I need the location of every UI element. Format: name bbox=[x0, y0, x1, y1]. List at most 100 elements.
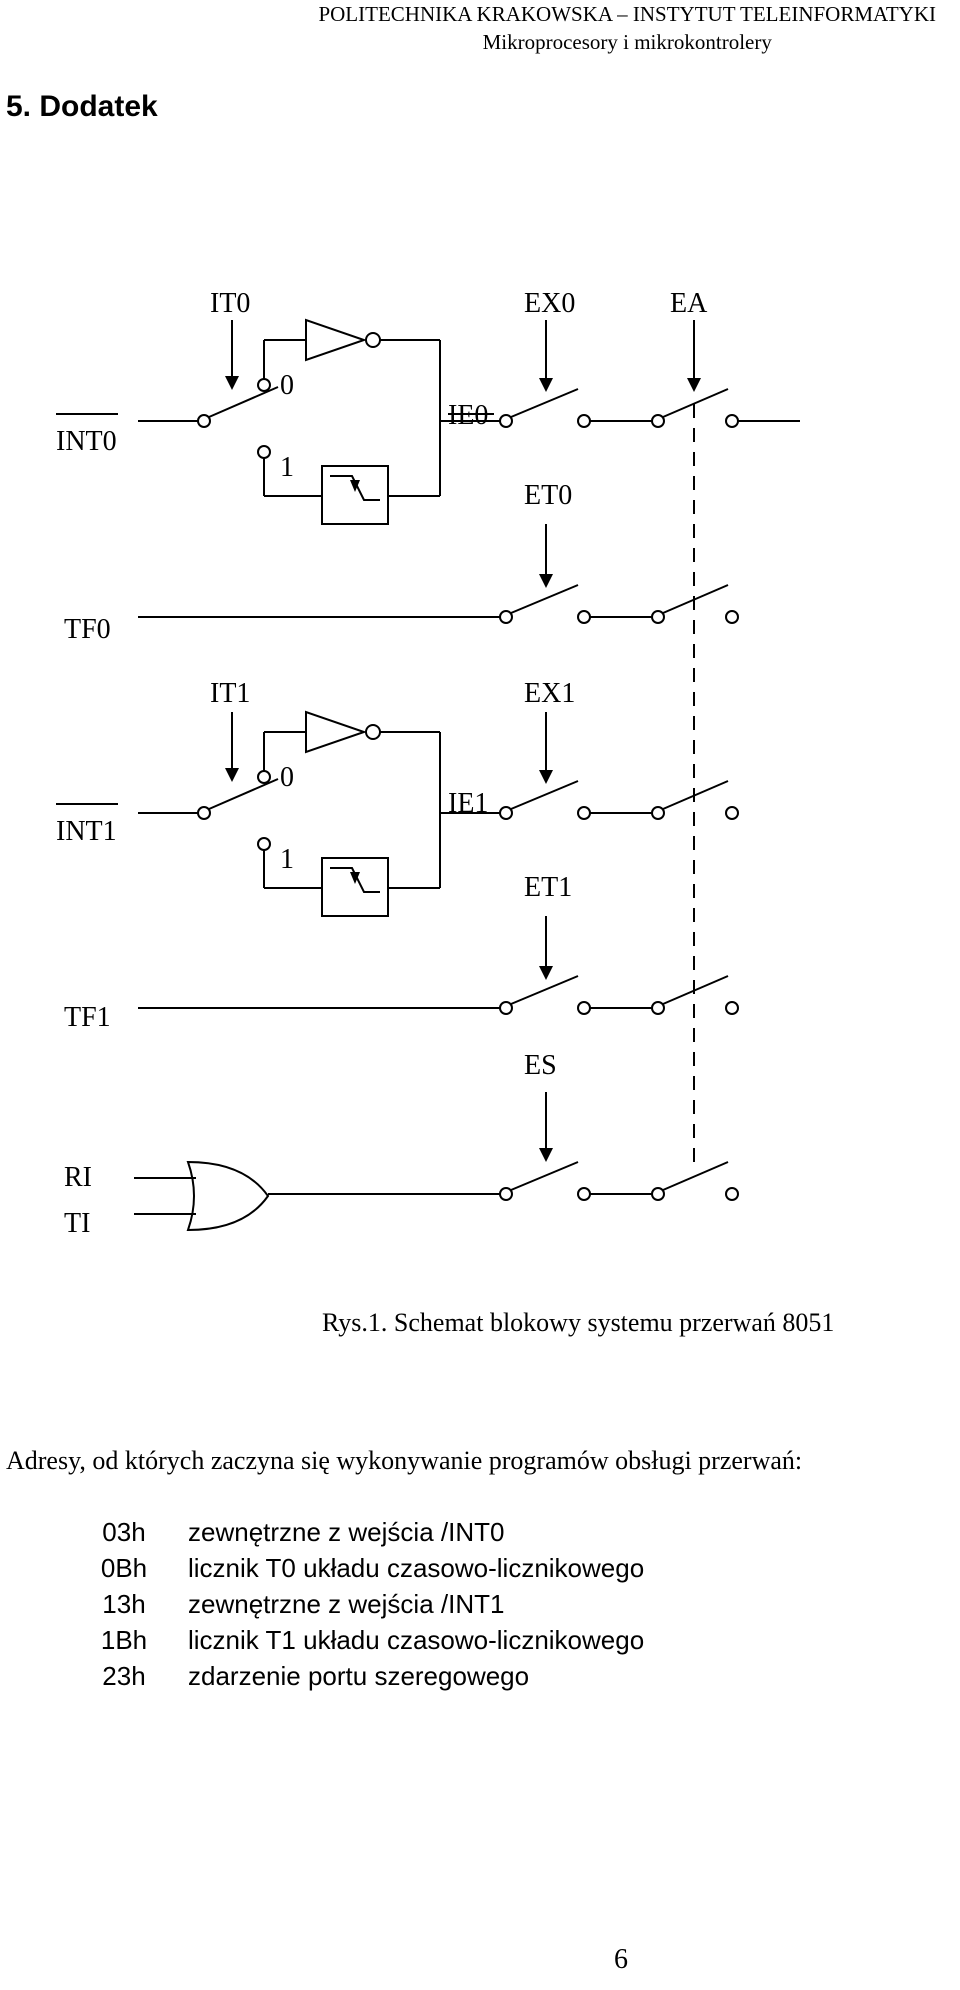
label-mux0-1: 1 bbox=[280, 452, 294, 483]
label-int0: INT0 bbox=[56, 426, 117, 457]
or-gate bbox=[186, 1160, 270, 1232]
interrupt-block-diagram: IT0 EX0 EA INT0 0 1 IE0 ET0 TF0 IT1 EX1 bbox=[56, 288, 800, 1239]
vector-description: licznik T0 układu czasowo-licznikowego bbox=[188, 1553, 645, 1583]
section-title: 5. Dodatek bbox=[6, 90, 158, 123]
table-row: 1Bh licznik T1 układu czasowo-licznikowe… bbox=[60, 1622, 644, 1658]
et0-switch-contact bbox=[577, 610, 591, 624]
ea1-switch-contact bbox=[725, 806, 739, 820]
et0-switch-blade bbox=[510, 584, 579, 614]
ex1-arrow-head bbox=[539, 770, 553, 784]
vector-address: 23h bbox=[102, 1661, 146, 1691]
mux0-pivot bbox=[197, 414, 211, 428]
edge-detector0-symbol bbox=[330, 475, 380, 501]
mux0-blade bbox=[208, 386, 279, 418]
et1-arrow-head bbox=[539, 966, 553, 980]
et0-arrow-head bbox=[539, 574, 553, 588]
mux0-contact-0 bbox=[257, 378, 271, 392]
ea-serial-blade bbox=[662, 1161, 729, 1191]
interrupt-vector-table: 03h zewnętrzne z wejścia /INT0 0Bh liczn… bbox=[60, 1514, 644, 1694]
vector-address: 1Bh bbox=[100, 1625, 148, 1655]
et0-switch-pivot bbox=[499, 610, 513, 624]
label-ri: RI bbox=[64, 1162, 92, 1193]
es-switch-blade bbox=[510, 1161, 579, 1191]
edge-detector0-arrow bbox=[350, 480, 360, 492]
label-es: ES bbox=[524, 1050, 557, 1081]
ea0-switch-contact bbox=[725, 414, 739, 428]
mux1-contact-0 bbox=[257, 770, 271, 784]
label-it0: IT0 bbox=[210, 288, 250, 319]
inverter0-bubble bbox=[365, 332, 381, 348]
label-ti: TI bbox=[64, 1208, 90, 1239]
ea-tf1-blade bbox=[662, 975, 729, 1005]
header-course: Mikroprocesory i mikrokontrolery bbox=[482, 30, 772, 54]
label-it1: IT1 bbox=[210, 678, 250, 709]
ex0-switch-pivot bbox=[499, 414, 513, 428]
ea-serial-contact bbox=[725, 1187, 739, 1201]
label-et0: ET0 bbox=[524, 480, 572, 511]
ea-tf0-pivot bbox=[651, 610, 665, 624]
label-mux0-0: 0 bbox=[280, 370, 294, 401]
table-row: 23h zdarzenie portu szeregowego bbox=[60, 1658, 644, 1694]
ea-arrow-head bbox=[687, 378, 701, 392]
label-ie0: IE0 bbox=[448, 400, 488, 431]
mux1-blade bbox=[208, 778, 279, 810]
it1-arrow-head bbox=[225, 768, 239, 782]
label-ex0: EX0 bbox=[524, 288, 575, 319]
ea1-switch-blade bbox=[662, 780, 729, 810]
vector-description: zewnętrzne z wejścia /INT0 bbox=[188, 1517, 505, 1547]
label-tf1: TF1 bbox=[64, 1002, 111, 1033]
ea0-switch-blade bbox=[662, 388, 729, 418]
edge-detector0 bbox=[321, 465, 389, 525]
vectors-intro: Adresy, od których zaczyna się wykonywan… bbox=[6, 1446, 803, 1475]
es-switch-contact bbox=[577, 1187, 591, 1201]
edge-detector1-symbol bbox=[330, 867, 380, 893]
vector-address: 0Bh bbox=[100, 1553, 148, 1583]
ea-serial-pivot bbox=[651, 1187, 665, 1201]
ea-tf1-pivot bbox=[651, 1001, 665, 1015]
es-arrow-head bbox=[539, 1148, 553, 1162]
es-switch-pivot bbox=[499, 1187, 513, 1201]
vector-description: zewnętrzne z wejścia /INT1 bbox=[188, 1589, 505, 1619]
edge-detector1-arrow bbox=[350, 872, 360, 884]
et1-switch-blade bbox=[510, 975, 579, 1005]
label-mux1-0: 0 bbox=[280, 762, 294, 793]
et1-switch-contact bbox=[577, 1001, 591, 1015]
mux1-pivot bbox=[197, 806, 211, 820]
mux0-contact-1 bbox=[257, 445, 271, 459]
ex0-arrow-head bbox=[539, 378, 553, 392]
vector-address: 13h bbox=[102, 1589, 146, 1619]
inverter1-triangle bbox=[305, 710, 368, 754]
label-mux1-1: 1 bbox=[280, 844, 294, 875]
ea-tf0-contact bbox=[725, 610, 739, 624]
label-ie1: IE1 bbox=[448, 788, 488, 819]
label-int1: INT1 bbox=[56, 816, 117, 847]
vector-address: 03h bbox=[102, 1517, 146, 1547]
label-ea: EA bbox=[670, 288, 708, 319]
ex1-switch-contact bbox=[577, 806, 591, 820]
label-tf0: TF0 bbox=[64, 614, 111, 645]
mux1-contact-1 bbox=[257, 837, 271, 851]
label-et1: ET1 bbox=[524, 872, 572, 903]
vector-description: licznik T1 układu czasowo-licznikowego bbox=[188, 1625, 645, 1655]
table-row: 13h zewnętrzne z wejścia /INT1 bbox=[60, 1586, 644, 1622]
ex0-switch-contact bbox=[577, 414, 591, 428]
inverter0-triangle bbox=[305, 318, 368, 362]
table-row: 0Bh licznik T0 układu czasowo-licznikowe… bbox=[60, 1550, 644, 1586]
page-header: POLITECHNIKA KRAKOWSKA – INSTYTUT TELEIN… bbox=[318, 0, 936, 56]
ea0-switch-pivot bbox=[651, 414, 665, 428]
table-row: 03h zewnętrzne z wejścia /INT0 bbox=[60, 1514, 644, 1550]
label-ex1: EX1 bbox=[524, 678, 575, 709]
et1-switch-pivot bbox=[499, 1001, 513, 1015]
it0-arrow-head bbox=[225, 376, 239, 390]
vector-description: zdarzenie portu szeregowego bbox=[188, 1661, 530, 1691]
edge-detector1 bbox=[321, 857, 389, 917]
figure-caption: Rys.1. Schemat blokowy systemu przerwań … bbox=[322, 1308, 835, 1337]
ea-tf0-blade bbox=[662, 584, 729, 614]
page-number: 6 bbox=[614, 1944, 628, 1975]
ea-tf1-contact bbox=[725, 1001, 739, 1015]
inverter1-bubble bbox=[365, 724, 381, 740]
ex1-switch-blade bbox=[510, 780, 579, 810]
header-institution: POLITECHNIKA KRAKOWSKA – INSTYTUT TELEIN… bbox=[318, 2, 936, 26]
ex0-switch-blade bbox=[510, 388, 579, 418]
ex1-switch-pivot bbox=[499, 806, 513, 820]
